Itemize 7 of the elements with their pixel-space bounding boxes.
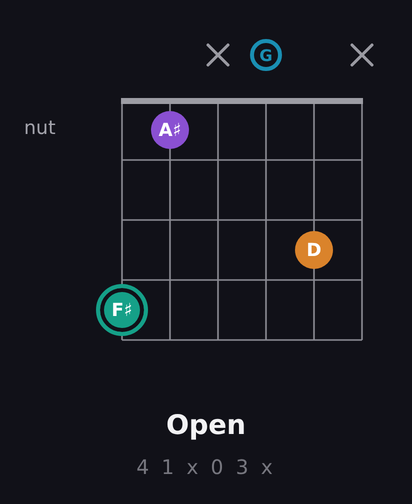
- root-note-dot: F♯: [96, 284, 148, 336]
- fingering-caption: 4 1 x 0 3 x: [136, 455, 276, 479]
- nut-label: nut: [24, 117, 56, 139]
- note-dot: D: [295, 231, 333, 269]
- chord-title: Open: [166, 410, 246, 441]
- open-string-marker: G: [250, 39, 282, 71]
- note-dot: A♯: [151, 111, 189, 149]
